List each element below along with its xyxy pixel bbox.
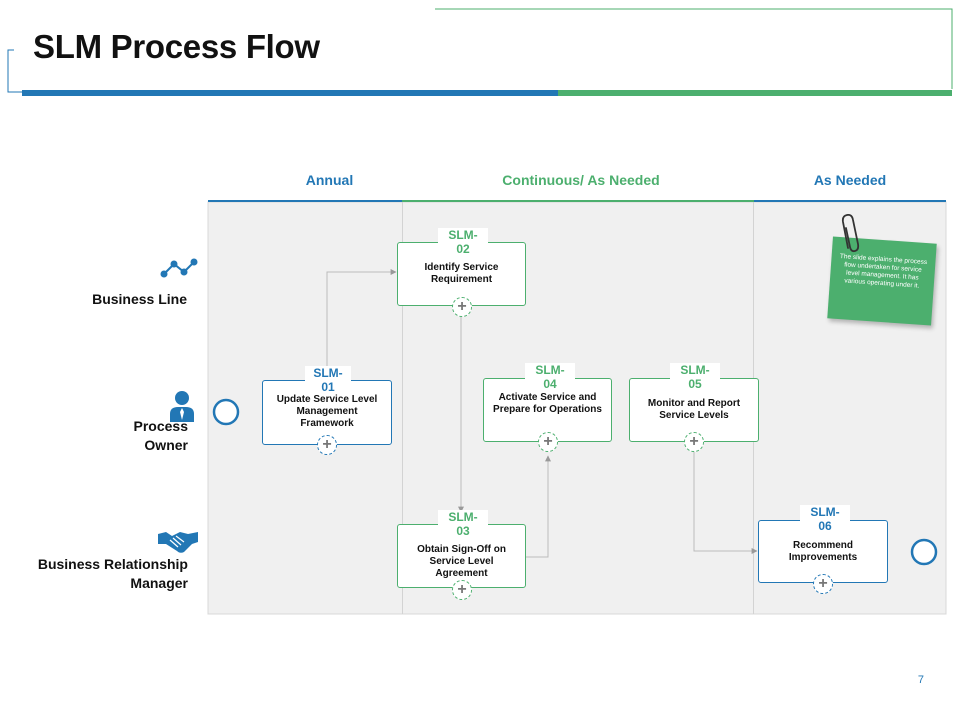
phase-annual: Annual [305,172,354,188]
step-slm-02-expand-icon[interactable]: + [452,297,472,317]
step-slm-01-text: Update Service Level Management Framewor… [276,394,378,429]
connector-05-06 [693,452,758,554]
step-slm-05-code: SLM- 05 [670,363,720,391]
phase-continuous: Continuous/ As Needed [502,172,660,188]
lane-label-brm: Business Relationship Manager [37,556,188,591]
step-slm-05-expand-icon[interactable]: + [684,432,704,452]
sticky-note-text: The slide explains the process flow unde… [839,253,928,290]
step-slm-02-text: Identify Service Requirement [424,262,499,285]
person-icon [170,391,194,422]
connector-01-02 [326,269,397,380]
step-slm-06-text: Recommend Improvements [788,540,858,563]
lane-label-business-line: Business Line [92,291,187,307]
page-number: 7 [917,674,924,686]
handshake-icon [158,532,198,553]
slide-title: SLM Process Flow [33,28,320,65]
step-slm-02-code: SLM- 02 [438,228,488,256]
step-slm-03-expand-icon[interactable]: + [452,580,472,600]
end-event [910,538,938,566]
step-slm-04-code: SLM- 04 [525,363,575,391]
step-slm-03-text: Obtain Sign-Off on Service Level Agreeme… [417,544,506,579]
network-nodes-icon [160,258,198,278]
header-frame [7,8,953,96]
step-slm-06-expand-icon[interactable]: + [813,574,833,594]
step-slm-06-code: SLM- 06 [800,505,850,533]
step-slm-01-expand-icon[interactable]: + [317,435,337,455]
step-slm-05-text: Monitor and Report Service Levels [647,398,741,421]
connector-03-04 [526,455,551,558]
step-slm-04-text: Activate Service and Prepare for Operati… [493,392,602,415]
paperclip-icon [841,214,860,253]
step-slm-03-code: SLM- 03 [438,510,488,538]
start-event [212,398,240,426]
step-slm-01-code: SLM- 01 [305,366,351,394]
phase-as-needed: As Needed [813,172,887,188]
lane-label-process-owner: Process Owner [133,418,188,453]
step-slm-04-expand-icon[interactable]: + [538,432,558,452]
